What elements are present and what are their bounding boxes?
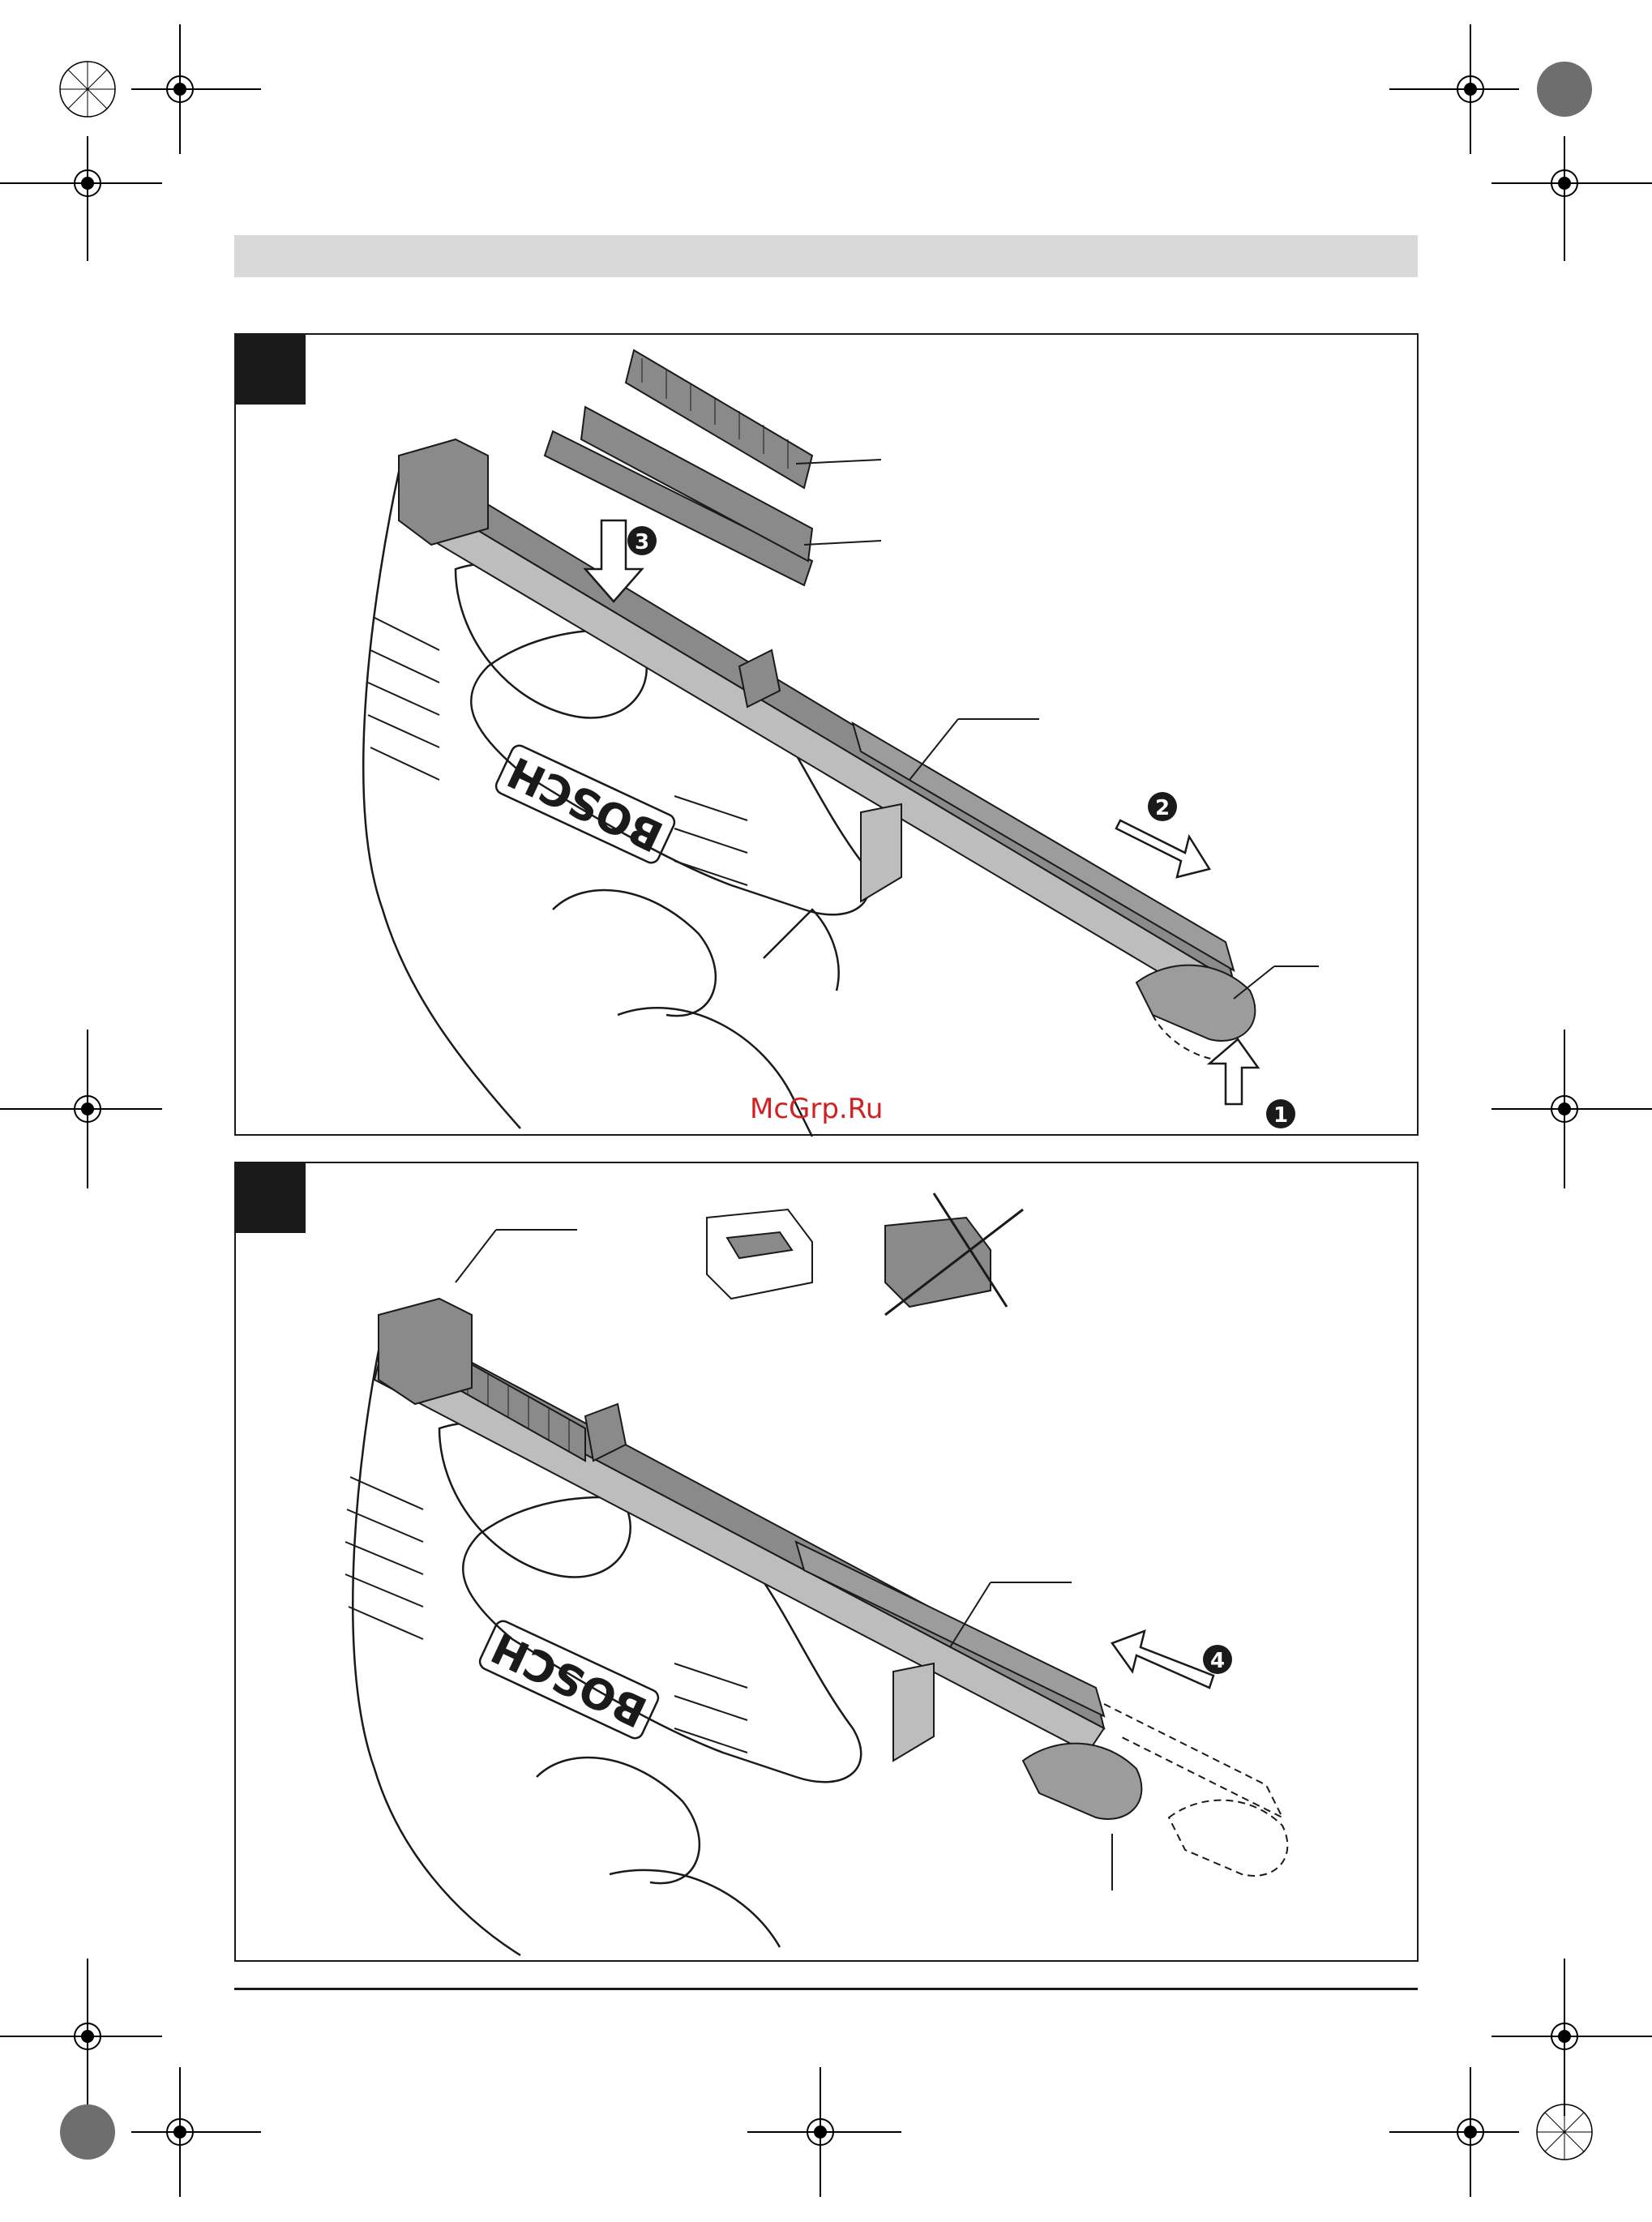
header-bar [234, 235, 1418, 277]
figure-panel-b: BOSCH [234, 1162, 1419, 1962]
step-4-label: 4 [1210, 1649, 1225, 1673]
step-2-label: 2 [1155, 796, 1170, 820]
step-1-label: 1 [1273, 1103, 1288, 1128]
stapler-illustration-b: BOSCH [236, 1163, 1420, 1963]
watermark-text: McGrp.Ru [750, 1093, 883, 1125]
figure-panel-a: BOSCH [234, 333, 1419, 1136]
step-3-label: 3 [635, 530, 649, 554]
footer-rule [234, 1988, 1418, 1990]
stapler-illustration-a: BOSCH [236, 335, 1420, 1137]
